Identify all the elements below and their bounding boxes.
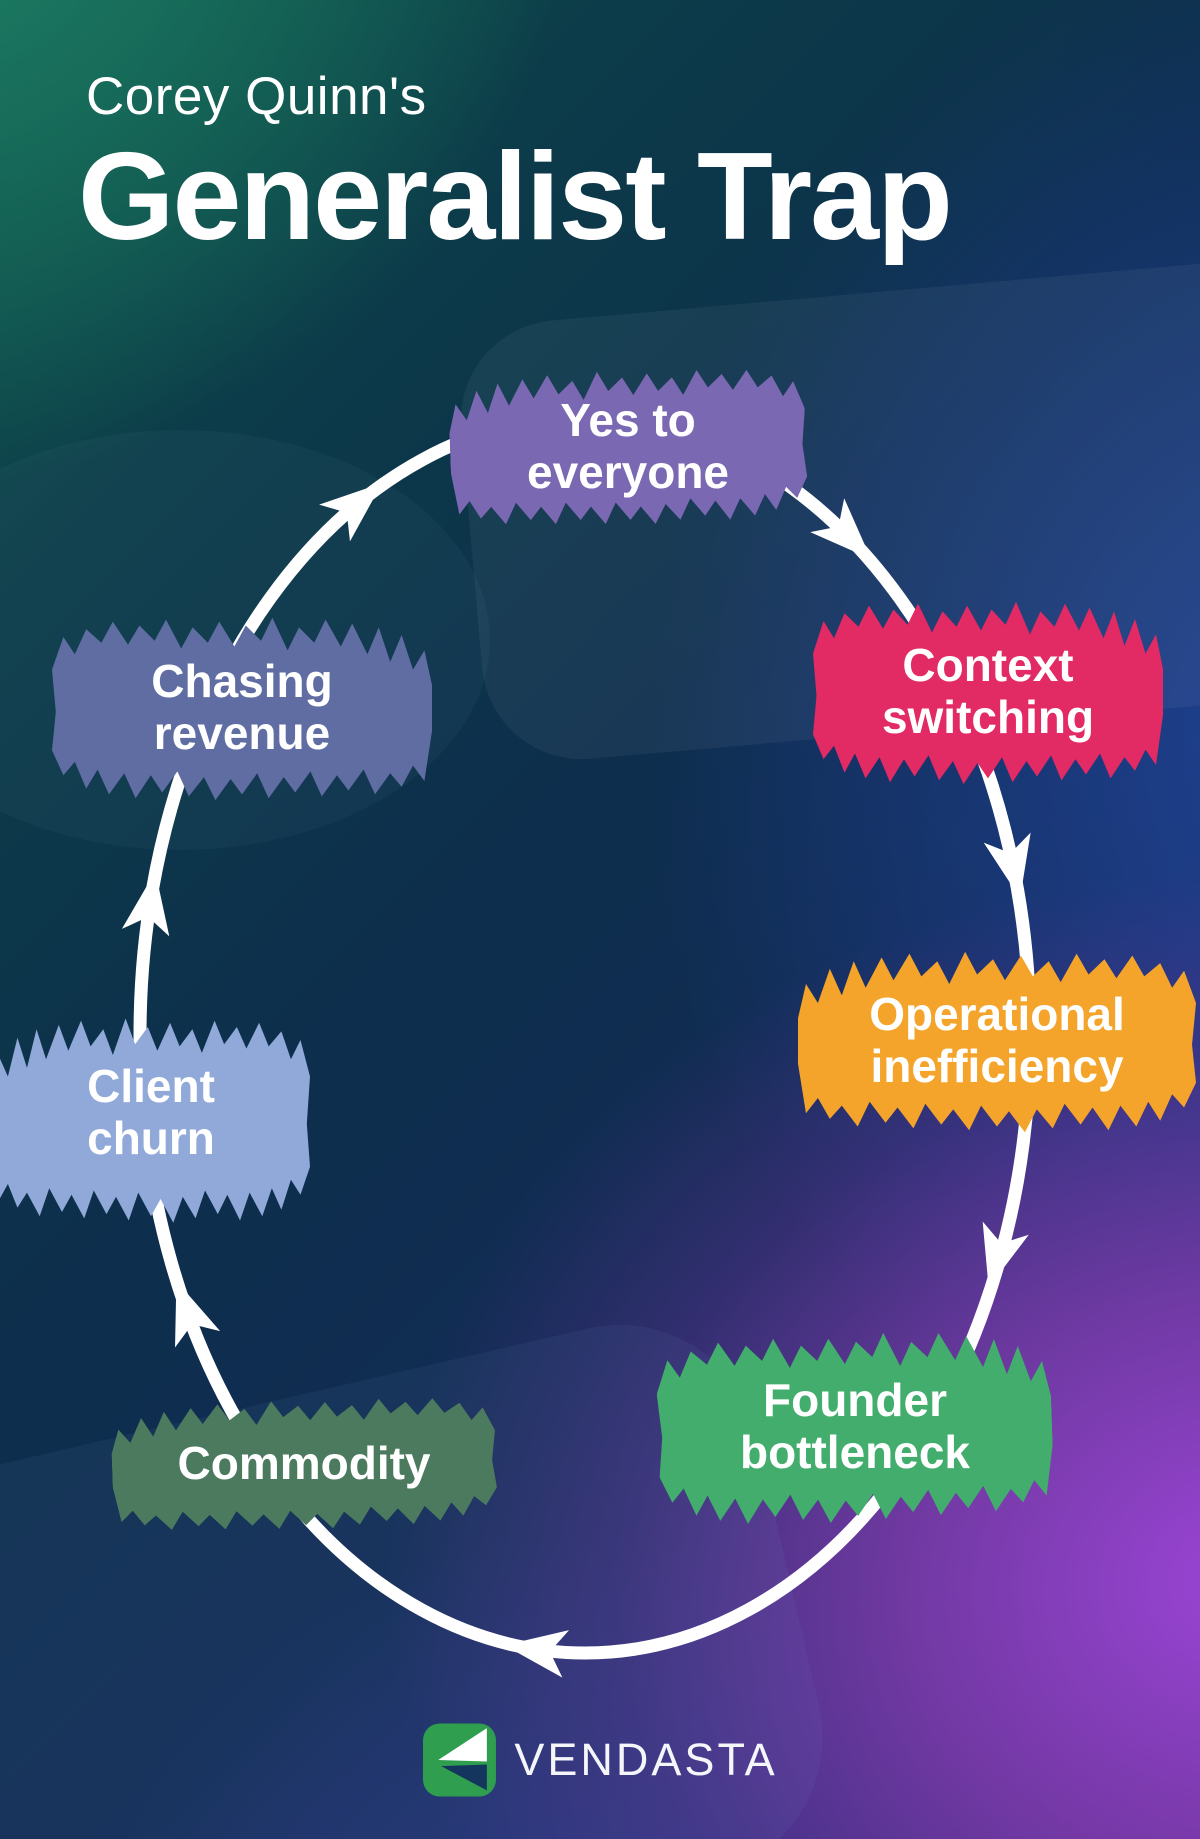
- arrowhead-client-to-chasing: [121, 871, 170, 937]
- cycle-step-label: Context switching: [881, 639, 1095, 743]
- cycle-step-label: Founder bottleneck: [739, 1374, 971, 1478]
- logo-lower-triangle: [441, 1764, 488, 1791]
- brush-stroke: [0, 1018, 310, 1223]
- cycle-step-label: Chasing revenue: [151, 655, 333, 759]
- arrowhead-chasing-to-yes: [319, 483, 383, 542]
- cycle-step-label: Commodity: [177, 1437, 431, 1490]
- cycle-step-operational-inefficiency: Operational inefficiency: [798, 946, 1196, 1136]
- cycle-step-client-churn: Client churn: [0, 1012, 310, 1227]
- arrowhead-operational-to-founder: [982, 1221, 1029, 1288]
- cycle-step-context-switching: Context switching: [813, 596, 1163, 788]
- cycle-step-founder-bottleneck: Founder bottleneck: [658, 1328, 1052, 1526]
- cycle-step-label: Client churn: [87, 1059, 215, 1164]
- page-title: Generalist Trap: [78, 128, 953, 266]
- cycle-step-label: Operational inefficiency: [869, 988, 1125, 1092]
- arrowhead-founder-to-commodity: [504, 1630, 570, 1678]
- footer-brand: VENDASTA: [0, 1722, 1200, 1798]
- cycle-step-chasing-revenue: Chasing revenue: [52, 612, 432, 804]
- arrowhead-yes-to-context: [810, 498, 872, 560]
- cycle-step-label: Yes to everyone: [526, 394, 729, 498]
- cycle-step-yes-to-everyone: Yes to everyone: [450, 366, 806, 528]
- cycle-step-commodity: Commodity: [112, 1396, 496, 1532]
- vendasta-flag-icon: [423, 1723, 497, 1797]
- title-kicker: Corey Quinn's: [86, 67, 427, 126]
- logo-upper-triangle: [438, 1728, 488, 1762]
- brand-wordmark: VENDASTA: [514, 1734, 778, 1785]
- arrowhead-commodity-to-client: [175, 1281, 221, 1348]
- arrowhead-context-to-operational: [983, 832, 1031, 899]
